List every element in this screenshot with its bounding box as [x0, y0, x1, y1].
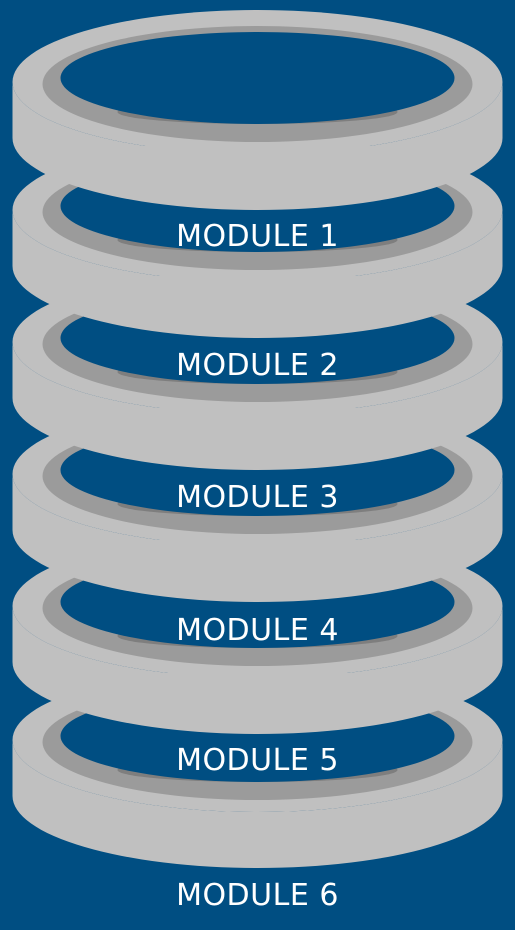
- ring-1: [12, 10, 503, 210]
- ring-side-3: [12, 342, 503, 470]
- ring-side-5: [12, 606, 503, 734]
- ring-side-6: [12, 740, 503, 868]
- ring-hole-1: [60, 32, 455, 124]
- ring-side-1: [12, 82, 503, 210]
- ring-side-2: [12, 210, 503, 338]
- ring-side-4: [12, 474, 503, 602]
